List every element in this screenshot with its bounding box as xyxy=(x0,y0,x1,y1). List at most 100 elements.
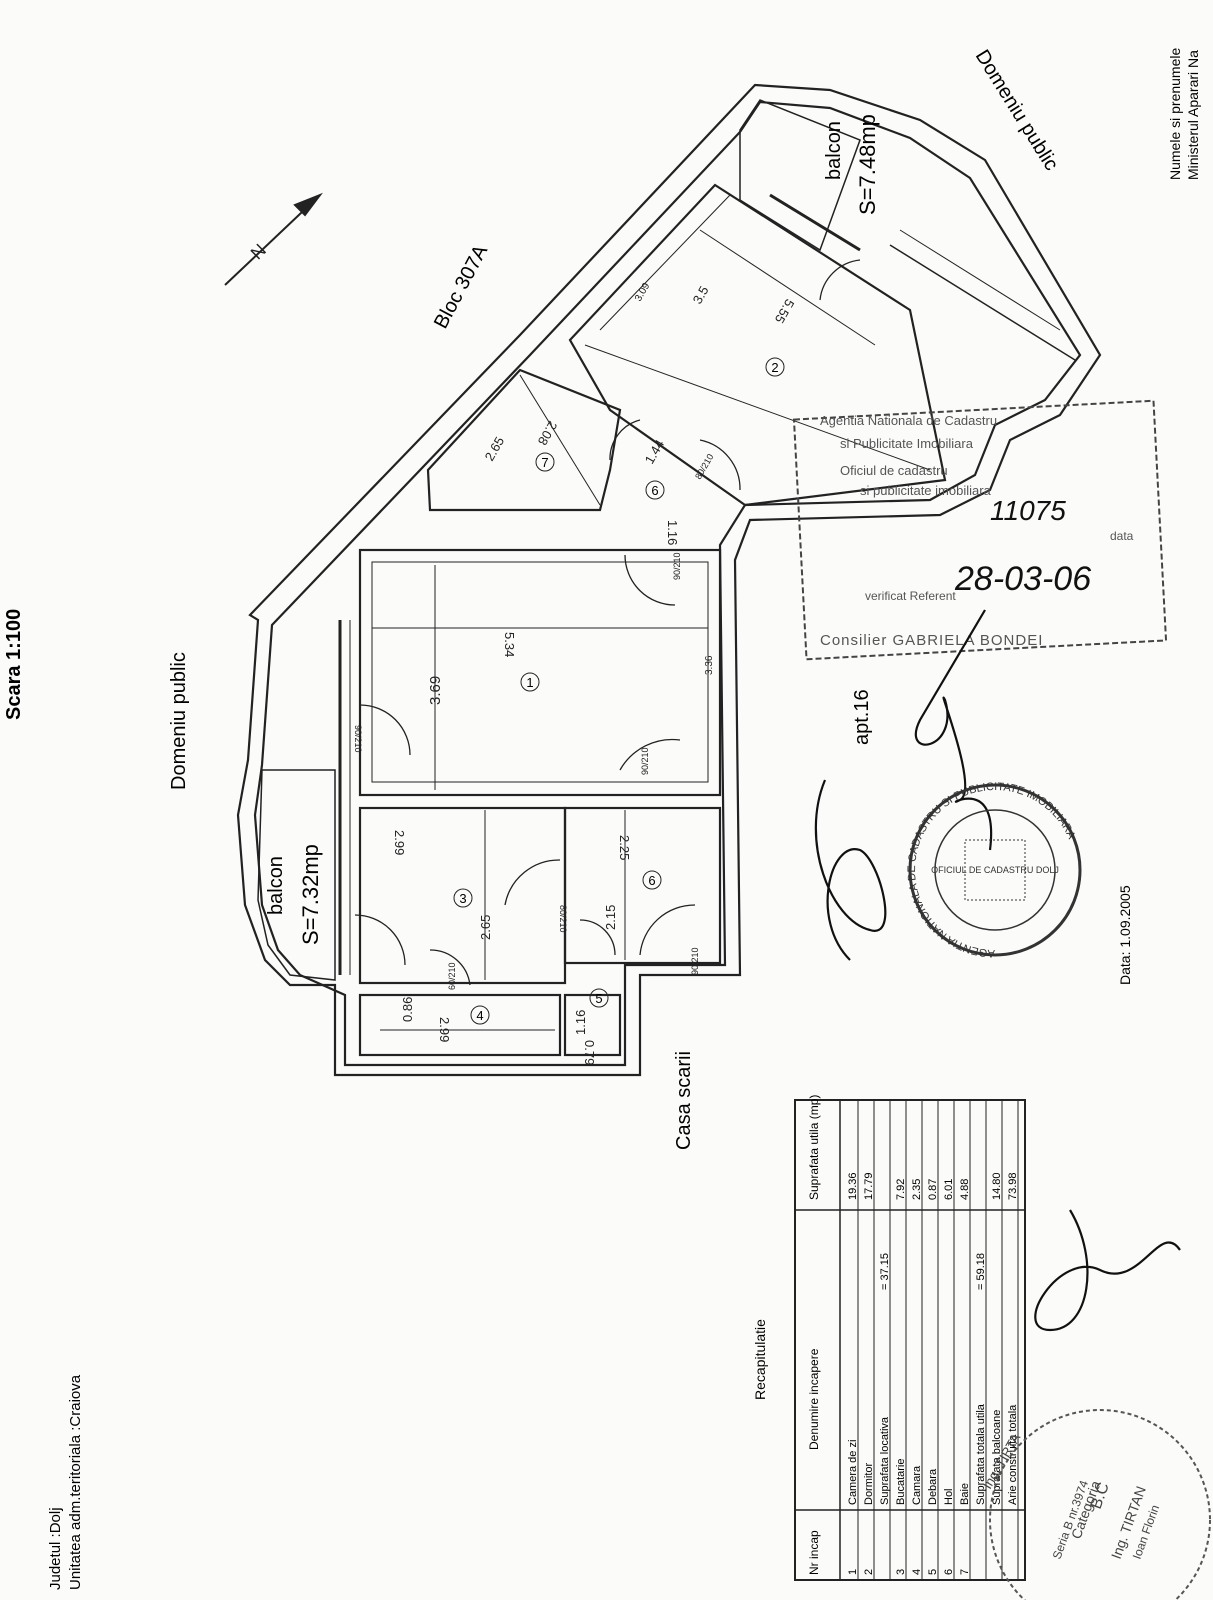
stairwell-label: Casa scarii xyxy=(673,1051,695,1150)
dim-room4-b: 0.86 xyxy=(400,997,415,1022)
dim-door: 60/210 xyxy=(447,962,457,990)
recap-col-name: Denumire incapere xyxy=(807,1348,821,1450)
door-arc xyxy=(504,859,561,906)
door-arc xyxy=(579,919,616,956)
recap-cell-name: Suprafata balcoane xyxy=(991,1410,1003,1505)
door-arc xyxy=(699,439,741,491)
stamp-line-3: Oficiul de cadastru xyxy=(840,463,948,478)
door-arc xyxy=(609,419,641,461)
room-number: 5 xyxy=(589,988,609,1008)
dim-room1-len: 5.34 xyxy=(502,632,517,657)
owner-line-2: Ministerul Aparari Na xyxy=(1185,50,1201,180)
room-number: 3 xyxy=(453,888,473,908)
recap-cell-name: Camara xyxy=(911,1465,923,1505)
recap-cell-name: Debara xyxy=(927,1468,939,1505)
stamp-line-2: si Publicitate Imobiliara xyxy=(840,436,974,451)
dim-room7-a: 2.65 xyxy=(482,434,508,463)
recap-cell-subtotal: = 59.18 xyxy=(975,1253,987,1290)
recap-cell-nr: 2 xyxy=(863,1569,875,1575)
stamp-line-4: si publicitate imobiliara xyxy=(860,483,992,498)
owner-text: Numele si prenumele Ministerul Aparari N… xyxy=(1167,48,1201,180)
recap-cell-nr: 1 xyxy=(847,1569,859,1575)
seal-date: Data: 1.09.2005 xyxy=(1117,885,1133,985)
recap-cell-name: Arie construita totala xyxy=(1007,1404,1019,1505)
recap-cell-name: Dormitor xyxy=(863,1462,875,1505)
balcony-left-label-group: balcon S=7.32mp xyxy=(265,844,323,945)
dim-door: 90/210 xyxy=(353,725,363,753)
door-arc xyxy=(624,554,676,606)
room-number: 4 xyxy=(470,1005,490,1025)
stamp-line-1: Agentia Nationala de Cadastru xyxy=(820,413,997,428)
recap-cell-subtotal: = 37.15 xyxy=(879,1253,891,1290)
dim-room6-b: 2.15 xyxy=(603,905,618,930)
svg-text:3: 3 xyxy=(459,891,466,906)
room-numbers: 1 2 3 4 5 6 6 7 xyxy=(453,357,785,1025)
dim-room6-a: 2.25 xyxy=(617,835,632,860)
balcony-right-label: balcon xyxy=(823,121,845,180)
room-6-lower xyxy=(563,806,722,965)
recap-cell-area: 4.88 xyxy=(959,1179,971,1200)
dim-door: 90/210 xyxy=(690,947,700,975)
seal-inner: OFICIUL DE CADASTRU DOLJ xyxy=(931,865,1059,875)
county-label: Judetul :Dolj xyxy=(47,1507,64,1590)
recap-cell-area: 17.79 xyxy=(863,1172,875,1200)
room-number: 2 xyxy=(765,357,785,377)
room-5 xyxy=(563,993,622,1057)
recap-col-area: Suprafata utila (mp) xyxy=(807,1095,821,1200)
owner-line-1: Numele si prenumele xyxy=(1167,48,1183,180)
svg-text:2: 2 xyxy=(771,360,778,375)
svg-text:1: 1 xyxy=(526,675,533,690)
recap-cell-area: 14.80 xyxy=(991,1172,1003,1200)
recap-cell-nr: 4 xyxy=(911,1569,923,1575)
recap-cell-name: Suprafata totala utila xyxy=(975,1403,987,1505)
recap-cell-name: Baie xyxy=(959,1483,971,1505)
outer-wall xyxy=(236,83,1102,1077)
recap-cell-area: 0.87 xyxy=(927,1179,939,1200)
recap-row: Suprafata balcoane 14.80 xyxy=(991,1100,1003,1580)
balcony-right-area: S=7.48mp xyxy=(855,114,880,215)
stamp-date-label: data xyxy=(1110,529,1134,543)
dimension-labels: 5.34 3.69 3.36 3.5 3.09 5.55 2.65 2.08 1… xyxy=(353,281,797,1066)
dim-room4-a: 2.99 xyxy=(437,1017,452,1042)
dim-room7-b: 2.08 xyxy=(535,419,561,448)
door-arc xyxy=(639,904,696,956)
recap-cell-name: Bucatarie xyxy=(895,1459,907,1505)
dim-room2-len2: 3.09 xyxy=(633,281,652,304)
recap-row: Suprafata locativa= 37.15 xyxy=(879,1100,891,1580)
territorial-unit-label: Unitatea adm.teritoriala :Craiova xyxy=(67,1374,84,1590)
room-7 xyxy=(426,368,622,512)
balcony-right-label-group: balcon S=7.48mp xyxy=(823,114,880,215)
dim-room2-wid: 5.55 xyxy=(772,297,798,326)
recap-row: Suprafata totala utila = 59.18 xyxy=(975,1100,987,1580)
public-domain-right: Domeniu public xyxy=(971,46,1063,175)
door-arc xyxy=(819,259,861,301)
recap-cell-nr: 3 xyxy=(895,1569,907,1575)
recap-title: Recapitulatie xyxy=(752,1319,768,1400)
door-arc xyxy=(429,949,471,986)
floor-plan xyxy=(236,83,1102,1077)
recap-cell-nr: 7 xyxy=(959,1569,971,1575)
stamp-inspector: Consilier GABRIELA BONDEI xyxy=(820,632,1043,649)
dim-hall-b: 1.16 xyxy=(665,520,680,545)
svg-text:6: 6 xyxy=(648,873,655,888)
dim-room3-b: 2.65 xyxy=(478,915,493,940)
recap-cell-area: 19.36 xyxy=(847,1172,859,1200)
balcony-left-label: balcon xyxy=(265,856,287,915)
door-arc xyxy=(619,738,681,771)
recap-row: 7 Baie 4.88 xyxy=(959,1100,971,1580)
dim-room1-side: 3.36 xyxy=(704,655,715,675)
dim-room5-b: 0.79 xyxy=(582,1040,597,1065)
room-1 xyxy=(358,548,722,797)
dim-room5-a: 1.16 xyxy=(573,1010,588,1035)
dim-door: 90/210 xyxy=(672,552,682,580)
dim-door: 80/210 xyxy=(558,905,568,933)
room-4 xyxy=(358,993,562,1057)
recap-cell-name: Hol xyxy=(943,1488,955,1505)
